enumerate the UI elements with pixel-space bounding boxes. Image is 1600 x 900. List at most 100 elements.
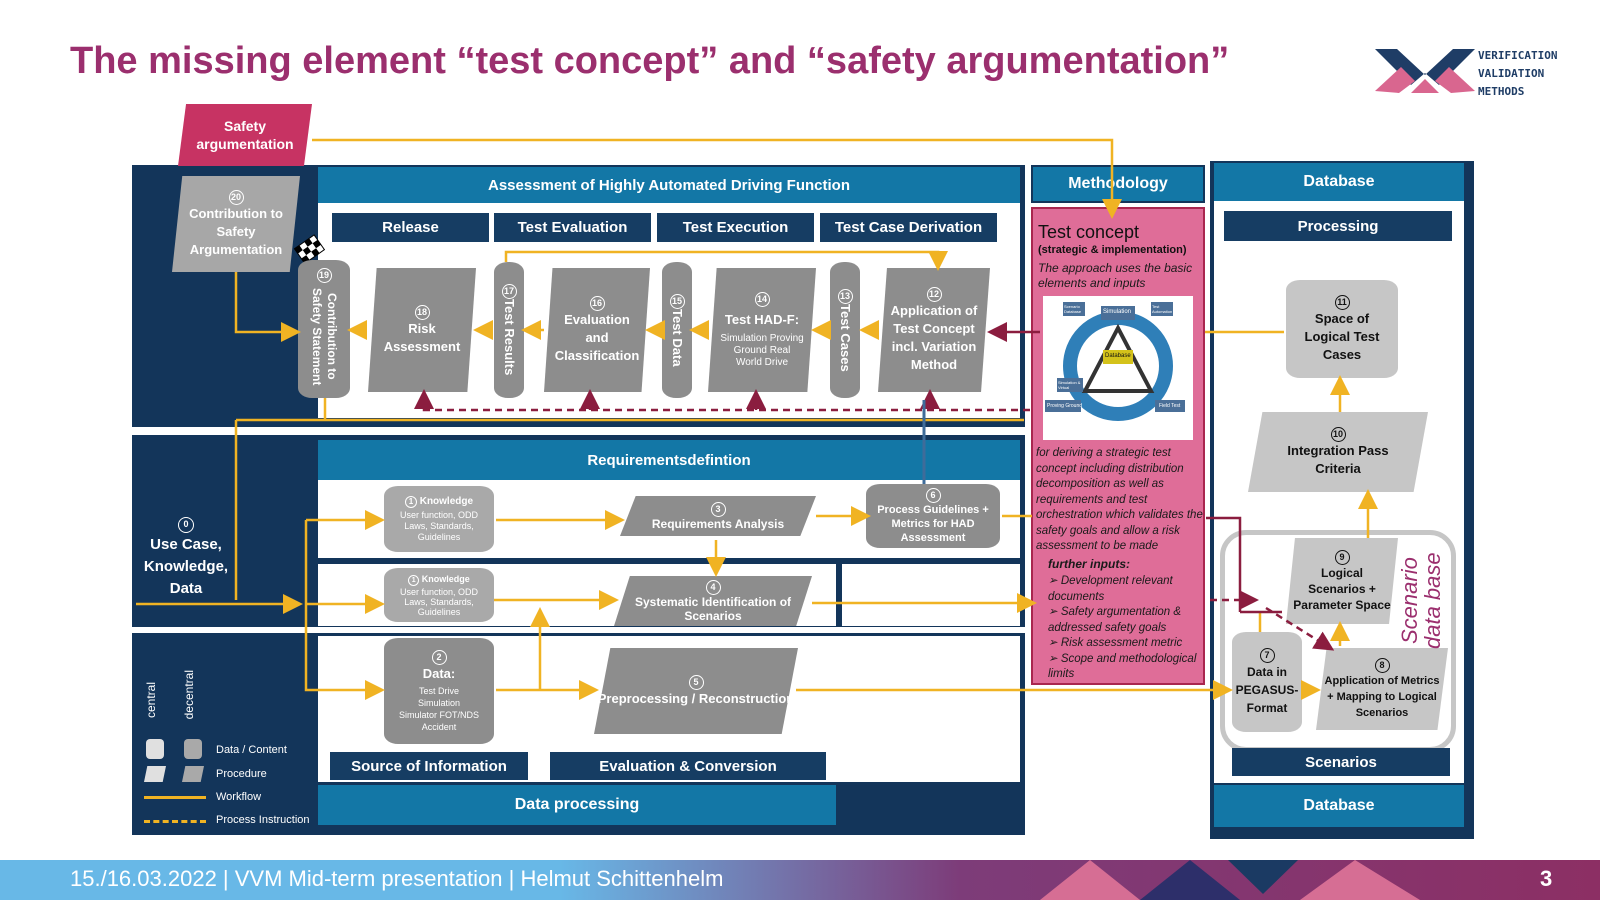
test-concept-body: for deriving a strategic test concept in… (1036, 447, 1203, 552)
use-case-block: 0 Use Case, Knowledge, Data (134, 512, 238, 600)
scenarios-label: Scenarios (1232, 748, 1450, 776)
step-7-label: Data in PEGASUS-Format (1235, 664, 1299, 715)
step-2-label: Data: (422, 665, 456, 681)
requirements-header: Requirementsdefintion (318, 440, 1020, 480)
contribution-label: Contribution to Safety Argumentation (189, 205, 283, 257)
step-3-label: Requirements Analysis (651, 516, 785, 531)
data-processing-footer: Data processing (318, 785, 836, 825)
footer-bar (0, 860, 1600, 900)
step-13-test-cases: 13 Test Cases (830, 262, 860, 398)
step-8-number: 8 (1374, 657, 1390, 673)
step-7-number: 7 (1259, 647, 1275, 663)
methodology-cycle-diagram: Scenario Database Test Automation Simula… (1043, 296, 1193, 440)
step-8-application-metrics: 8 Application of Metrics + Mapping to Lo… (1316, 648, 1448, 730)
knowledge-1-sub: User function, ODD Laws, Standards, Guid… (399, 509, 479, 542)
step-4-systematic-identification: 4 Systematic Identification of Scenarios (614, 576, 812, 626)
step-19-number: 19 (316, 267, 332, 283)
footer-decoration-icon (1040, 860, 1420, 900)
database-footer: Database (1214, 785, 1464, 827)
step-12-number: 12 (926, 286, 942, 302)
further-input-2: ➢ Safety argumentation & addressed safet… (1048, 606, 1182, 634)
further-input-4: ➢ Scope and methodological limits (1048, 652, 1197, 681)
legend-item-data: Data / Content (216, 744, 287, 756)
use-case-number: 0 (178, 516, 194, 533)
step-3-number: 3 (710, 501, 726, 517)
step-15-number: 15 (669, 293, 685, 309)
cycle-label-5: Simulation & Virtual (1058, 380, 1081, 390)
further-inputs-list: ➢ Development relevant documents ➢ Safet… (1048, 574, 1204, 683)
step-18-number: 18 (414, 304, 430, 320)
step-18-risk-assessment: 18 Risk Assessment (368, 268, 476, 392)
knowledge-1-number: 1 (404, 495, 417, 508)
step-7-data-pegasus: 7 Data in PEGASUS-Format (1232, 632, 1302, 732)
tab-test-evaluation: Test Evaluation (494, 213, 651, 242)
step-19-contribution-safety-statement: 19 Contribution to Safety Statement (298, 260, 350, 398)
legend-workflow-line (144, 796, 206, 799)
step-6-number: 6 (925, 487, 941, 503)
step-9-label: Logical Scenarios + Parameter Space (1293, 565, 1391, 612)
knowledge-2-sub: User function, ODD Laws, Standards, Guid… (399, 586, 479, 617)
step-5-number: 5 (688, 674, 704, 690)
step-4-number: 4 (705, 579, 721, 595)
legend-data-decentral-swatch (184, 739, 202, 759)
step-12-application-test-concept: 12 Application of Test Concept incl. Var… (878, 268, 990, 392)
step-17-number: 17 (501, 284, 517, 300)
contribution-number: 20 (228, 189, 244, 205)
step-14-test-had-f: 14 Test HAD-F: Simulation Proving Ground… (708, 268, 816, 392)
cycle-label-3: Simulation (1103, 309, 1132, 315)
step-5-preprocessing: 5 Preprocessing / Reconstruction (594, 648, 798, 734)
logo-line-3: METHODS (1478, 85, 1525, 98)
step-11-space-logical-test-cases: 11 Space of Logical Test Cases (1286, 280, 1398, 378)
step-15-label: Test Data (670, 308, 685, 367)
step-11-number: 11 (1334, 294, 1350, 310)
tab-test-execution: Test Execution (657, 213, 814, 242)
cycle-label-6: Proving Ground (1047, 403, 1083, 409)
legend-item-workflow: Workflow (216, 791, 262, 803)
test-concept-subtitle: (strategic & implementation) (1038, 244, 1187, 256)
logo-line-1: VERIFICATION (1478, 49, 1558, 62)
step-2-data: 2 Data: Test Drive Simulation Simulator … (384, 638, 494, 744)
step-14-number: 14 (754, 291, 770, 307)
page-title: The missing element “test concept” and “… (70, 40, 1230, 82)
step-17-label: Test Results (502, 299, 517, 376)
cycle-label-7: Field Test (1159, 403, 1181, 409)
legend-instruction-line (144, 820, 206, 823)
checkered-flag-icon (293, 234, 326, 265)
step-15-test-data: 15 Test Data (662, 262, 692, 398)
vvm-logo: VERIFICATION VALIDATION METHODS (1375, 45, 1575, 100)
source-of-information-label: Source of Information (330, 752, 528, 780)
footer-text: 15./16.03.2022 | VVM Mid-term presentati… (70, 866, 724, 891)
knowledge-2-number: 1 (408, 574, 420, 586)
step-2-number: 2 (431, 649, 447, 665)
step-10-integration-pass-criteria: 10 Integration Pass Criteria (1248, 412, 1428, 492)
assessment-header: Assessment of Highly Automated Driving F… (318, 167, 1020, 203)
knowledge-1: 1 Knowledge User function, ODD Laws, Sta… (384, 486, 494, 552)
tab-test-case-derivation: Test Case Derivation (820, 213, 997, 242)
step-9-logical-scenarios: 9 Logical Scenarios + Parameter Space (1286, 538, 1398, 624)
step-14-sub: Simulation Proving Ground Real World Dri… (720, 332, 804, 368)
step-8-label: Application of Metrics + Mapping to Logi… (1324, 674, 1440, 719)
logo-line-2: VALIDATION (1478, 67, 1545, 80)
step-12-label: Application of Test Concept incl. Variat… (890, 302, 978, 372)
step-16-evaluation-classification: 16 Evaluation and Classification (544, 268, 650, 392)
step-18-label: Risk Assessment (383, 320, 461, 354)
step-17-test-results: 17 Test Results (494, 262, 524, 398)
step-2-sub: Test Drive Simulation Simulator FOT/NDS … (398, 685, 479, 732)
further-inputs-title: further inputs: (1048, 557, 1130, 571)
step-11-label: Space of Logical Test Cases (1304, 310, 1380, 362)
legend-procedure-decentral-swatch (182, 766, 204, 782)
knowledge-1-label: Knowledge (419, 495, 474, 507)
step-19-label: Contribution to Safety Statement (310, 287, 339, 386)
database-header: Database (1214, 163, 1464, 201)
step-16-label: Evaluation and Classification (554, 311, 640, 363)
requirements-row-2-right (842, 564, 1020, 626)
legend-procedure-central-swatch (144, 766, 166, 782)
legend-item-procedure: Procedure (216, 768, 267, 780)
page-number: 3 (1540, 866, 1553, 891)
processing-label: Processing (1224, 211, 1452, 241)
vvm-logo-icon (1375, 49, 1475, 93)
step-5-label: Preprocessing / Reconstruction (597, 690, 795, 706)
use-case-label: Use Case, Knowledge, Data (143, 536, 229, 597)
step-10-label: Integration Pass Criteria (1287, 442, 1389, 476)
